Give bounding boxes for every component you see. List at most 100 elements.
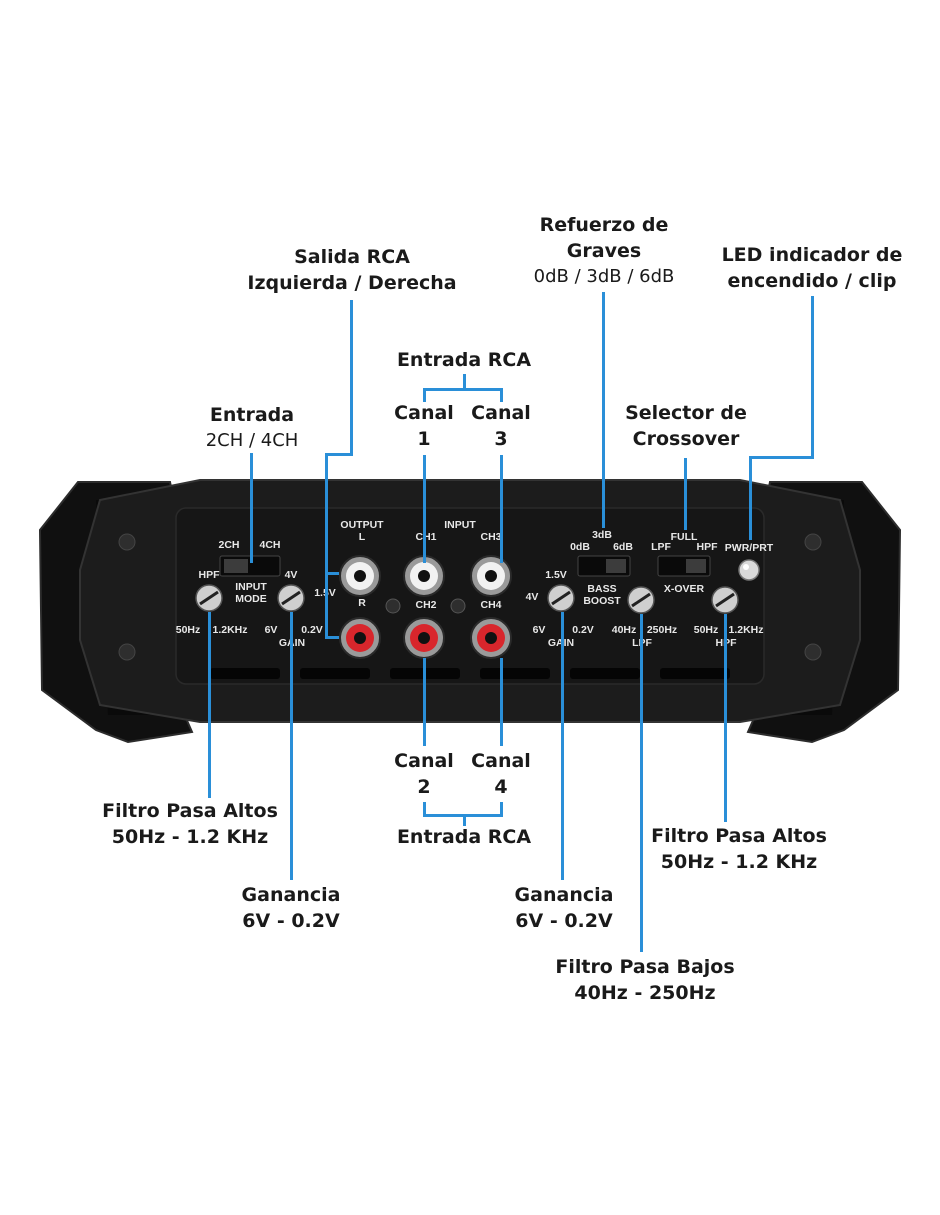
callout-crossover: Selector de Crossover [625,402,747,450]
callout-hpf-right: Filtro Pasa Altos 50Hz - 1.2 KHz [651,825,827,873]
rca-input-ch4 [470,617,512,659]
screw [804,643,822,661]
leader-line [325,453,328,638]
v6-left-text: 6V [265,624,278,636]
leader-line [749,456,814,459]
leader-line [325,636,339,639]
leader-line [463,814,466,826]
bass-text: BASS [587,583,616,595]
out-r-text: R [358,597,366,609]
ch2-text: 2CH [218,539,239,551]
screw [118,533,136,551]
vent-slot [210,668,280,679]
vent-slot [300,668,370,679]
rca-output-r [339,617,381,659]
callout-gain-left: Ganancia 6V - 0.2V [241,884,341,932]
output-text: OUTPUT [340,519,384,531]
lpf-knob [627,586,655,614]
vent-slot [660,668,730,679]
in-ch4-text: CH4 [480,599,501,611]
leader-line [208,612,211,798]
screw [804,533,822,551]
leader-line [500,388,503,402]
callout-rca-output: Salida RCA Izquierda / Derecha [247,246,457,294]
leader-line [500,658,503,746]
rca-output-l [339,555,381,597]
pwr-text: PWR/PRT [725,542,774,554]
callout-rca-input-title-top: Entrada RCA [396,349,532,371]
leader-line [325,453,353,456]
db0-text: 0dB [570,541,590,553]
leader-line [602,292,605,528]
db3-text: 3dB [592,529,612,541]
boost-text: BOOST [583,595,621,607]
leader-line [811,296,814,458]
screw [118,643,136,661]
leader-line [463,374,466,390]
hz1k-left-text: 1.2KHz [212,624,247,636]
power-led [738,559,760,581]
v02-left-text: 0.2V [301,624,323,636]
callout-input-mode: Entrada 2CH / 4CH [205,404,299,451]
leader-line [290,612,293,880]
callout-rca-input-ch3: Canal 3 [471,402,531,450]
leader-line [250,453,253,563]
rca-input-ch2 [403,617,445,659]
leader-line [325,572,339,575]
v4-right-text: 4V [526,591,539,603]
leader-line [561,612,564,880]
face-plate [175,507,765,685]
leader-line [423,658,426,746]
hz250-text: 250Hz [647,624,677,636]
v4-left-text: 4V [285,569,298,581]
hz50-right-text: 50Hz [694,624,719,636]
callout-gain-right: Ganancia 6V - 0.2V [514,884,614,932]
callout-led: LED indicador de encendido / clip [721,244,903,292]
leader-line [350,300,353,455]
leader-line [423,455,426,563]
hpf-left-knob [195,584,223,612]
hz50-left-text: 50Hz [176,624,201,636]
leader-line [749,456,752,540]
callout-rca-input-ch1: Canal 1 [394,402,454,450]
callout-lpf: Filtro Pasa Bajos 40Hz - 250Hz [555,956,735,1004]
callout-rca-input-ch4: Canal 4 [471,750,531,798]
leader-line [724,614,727,822]
db6-text: 6dB [613,541,633,553]
callout-hpf-left: Filtro Pasa Altos 50Hz - 1.2 KHz [102,800,278,848]
in-ch3-text: CH3 [480,531,501,543]
leader-line [423,388,503,391]
callout-rca-input-ch2: Canal 2 [394,750,454,798]
leader-line [500,455,503,563]
input-mode-text: INPUT [235,581,267,593]
full-text: FULL [671,531,698,543]
hpf-left-text: HPF [199,569,221,581]
lpf-switch-text: LPF [651,541,671,553]
in-ch1-text: CH1 [415,531,436,543]
v6-right-text: 6V [533,624,546,636]
callout-rca-input-title-bottom: Entrada RCA [396,826,532,848]
vent-slot [570,668,640,679]
leader-line [684,458,687,530]
rca-input-ch3 [470,555,512,597]
ch4-text: 4CH [259,539,280,551]
in-ch2-text: CH2 [415,599,436,611]
screw [450,598,466,614]
leader-line [423,802,426,816]
leader-line [500,802,503,816]
hz40-text: 40Hz [612,624,637,636]
gain-left-knob [277,584,305,612]
input-text: INPUT [444,519,476,531]
callout-bass-boost: Refuerzo de Graves 0dB / 3dB / 6dB [533,214,675,287]
gain-right-knob [547,584,575,612]
crossover-switch [657,555,711,577]
hz1k-right-text: 1.2KHz [728,624,763,636]
leader-line [640,614,643,952]
out-l-text: L [359,531,366,543]
v15-right-text: 1.5V [545,569,567,581]
xover-text: X-OVER [664,583,705,595]
screw [385,598,401,614]
leader-line [423,388,426,402]
